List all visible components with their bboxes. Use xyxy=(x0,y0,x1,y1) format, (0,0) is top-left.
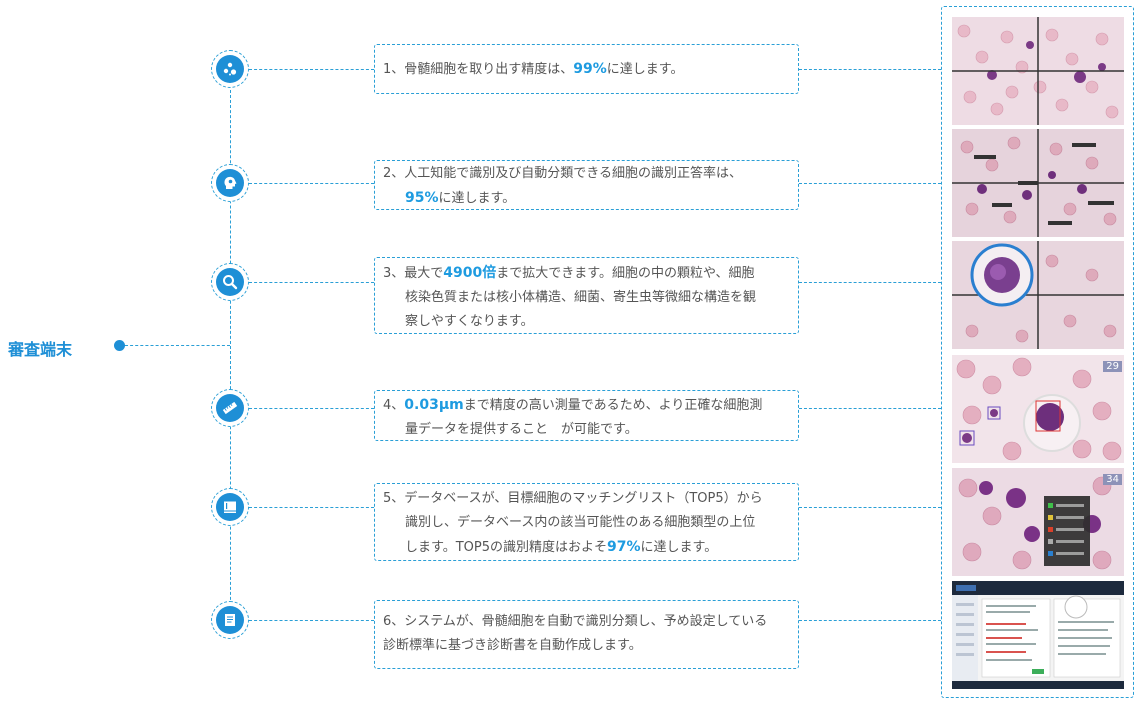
feature-2-line2: に達します。 xyxy=(438,191,516,206)
feature-3-post: まで拡大できます。細胞の中の顆粒や、細胞 xyxy=(496,266,755,281)
feature-box-2: 2、人工知能で識別及び自動分類できる細胞の識別正答率は、 95%に達します。 xyxy=(374,160,799,210)
thumb-database-match[interactable]: 34 xyxy=(952,468,1124,576)
feature-box-4: 4、0.03μmまで精度の高い測量であるため、より正確な細胞測 量データを提供す… xyxy=(374,390,799,441)
feature-box-3: 3、最大で4900倍まで拡大できます。細胞の中の顆粒や、細胞 核染色質または核小… xyxy=(374,257,799,334)
connector-5 xyxy=(249,507,374,508)
thumb-labeled-smear[interactable] xyxy=(952,129,1124,237)
root-label: 審査端末 xyxy=(8,340,73,359)
connector-6b xyxy=(799,620,941,621)
node-cells xyxy=(211,50,249,88)
connector-1b xyxy=(799,69,941,70)
connector-3 xyxy=(249,282,374,283)
connector-6 xyxy=(249,620,374,621)
thumb-quad-smear[interactable] xyxy=(952,17,1124,125)
node-database xyxy=(211,488,249,526)
feature-4-line2: 量データを提供すること が可能です。 xyxy=(405,422,638,437)
measurement-badge: 29 xyxy=(1103,361,1122,372)
thumb-measurement[interactable]: 29 xyxy=(952,355,1124,463)
feature-box-6: 6、システムが、骨髄細胞を自動で識別分類し、予め設定している 診断標準に基づき診… xyxy=(374,600,799,669)
ai-head-icon xyxy=(224,176,237,189)
trunk-line xyxy=(230,90,231,620)
feature-1-highlight: 99% xyxy=(573,61,607,77)
document-icon xyxy=(225,614,235,626)
ruler-icon xyxy=(222,401,238,415)
feature-4-post: まで精度の高い測量であるため、より正確な細胞測 xyxy=(463,398,763,413)
feature-3-line2: 核染色質または核小体構造、細菌、寄生虫等微細な構造を観 xyxy=(405,290,757,305)
node-document xyxy=(211,601,249,639)
search-icon xyxy=(223,275,238,290)
report-software-image xyxy=(952,581,1124,689)
feature-box-1: 1、骨髄細胞を取り出す精度は、99%に達します。 xyxy=(374,44,799,94)
thumb-report-software[interactable] xyxy=(952,581,1124,689)
feature-2-highlight: 95% xyxy=(405,190,439,206)
connector-1 xyxy=(249,69,374,70)
node-ai xyxy=(211,164,249,202)
node-ruler xyxy=(211,389,249,427)
feature-4-highlight: 0.03μm xyxy=(404,397,464,413)
cells-icon xyxy=(223,62,237,76)
smear-magnified-image xyxy=(952,241,1124,349)
connector-2b xyxy=(799,183,941,184)
feature-6-line1: 6、システムが、骨髄細胞を自動で識別分類し、予め設定している xyxy=(383,614,768,629)
database-icon xyxy=(224,501,236,513)
root-connector xyxy=(125,345,230,346)
image-gallery: 29 34 xyxy=(941,6,1134,698)
root-dot xyxy=(114,340,125,351)
feature-2-line1: 2、人工知能で識別及び自動分類できる細胞の識別正答率は、 xyxy=(383,166,743,181)
feature-5-line1: 5、データベースが、目標細胞のマッチングリスト（TOP5）から xyxy=(383,491,763,506)
smear-measurement-image xyxy=(952,355,1124,463)
feature-1-text-b: に達します。 xyxy=(606,62,684,77)
feature-5-line2: 識別し、データベース内の該当可能性のある細胞類型の上位 xyxy=(405,515,756,530)
smear-labeled-image xyxy=(952,129,1124,237)
feature-3-pre: 3、最大で xyxy=(383,266,444,281)
feature-5-highlight: 97% xyxy=(606,539,641,555)
feature-3-line3: 察しやすくなります。 xyxy=(405,314,534,329)
feature-1-text-a: 1、骨髄細胞を取り出す精度は、 xyxy=(383,62,574,77)
feature-6-line2: 診断標準に基づき診断書を自動作成します。 xyxy=(383,638,642,653)
connector-5b xyxy=(799,507,941,508)
thumb-magnified-cell[interactable] xyxy=(952,241,1124,349)
smear-database-image xyxy=(952,468,1124,576)
connector-4 xyxy=(249,408,374,409)
feature-box-5: 5、データベースが、目標細胞のマッチングリスト（TOP5）から 識別し、データベ… xyxy=(374,483,799,561)
feature-3-highlight: 4900倍 xyxy=(443,265,497,281)
node-search xyxy=(211,263,249,301)
smear-quad-image xyxy=(952,17,1124,125)
connector-3b xyxy=(799,282,941,283)
connector-2 xyxy=(249,183,374,184)
feature-5-pre: します。TOP5の識別精度はおよそ xyxy=(405,540,607,555)
feature-5-post: に達します。 xyxy=(640,540,718,555)
database-badge: 34 xyxy=(1103,474,1122,485)
feature-4-pre: 4、 xyxy=(383,398,405,413)
connector-4b xyxy=(799,408,941,409)
